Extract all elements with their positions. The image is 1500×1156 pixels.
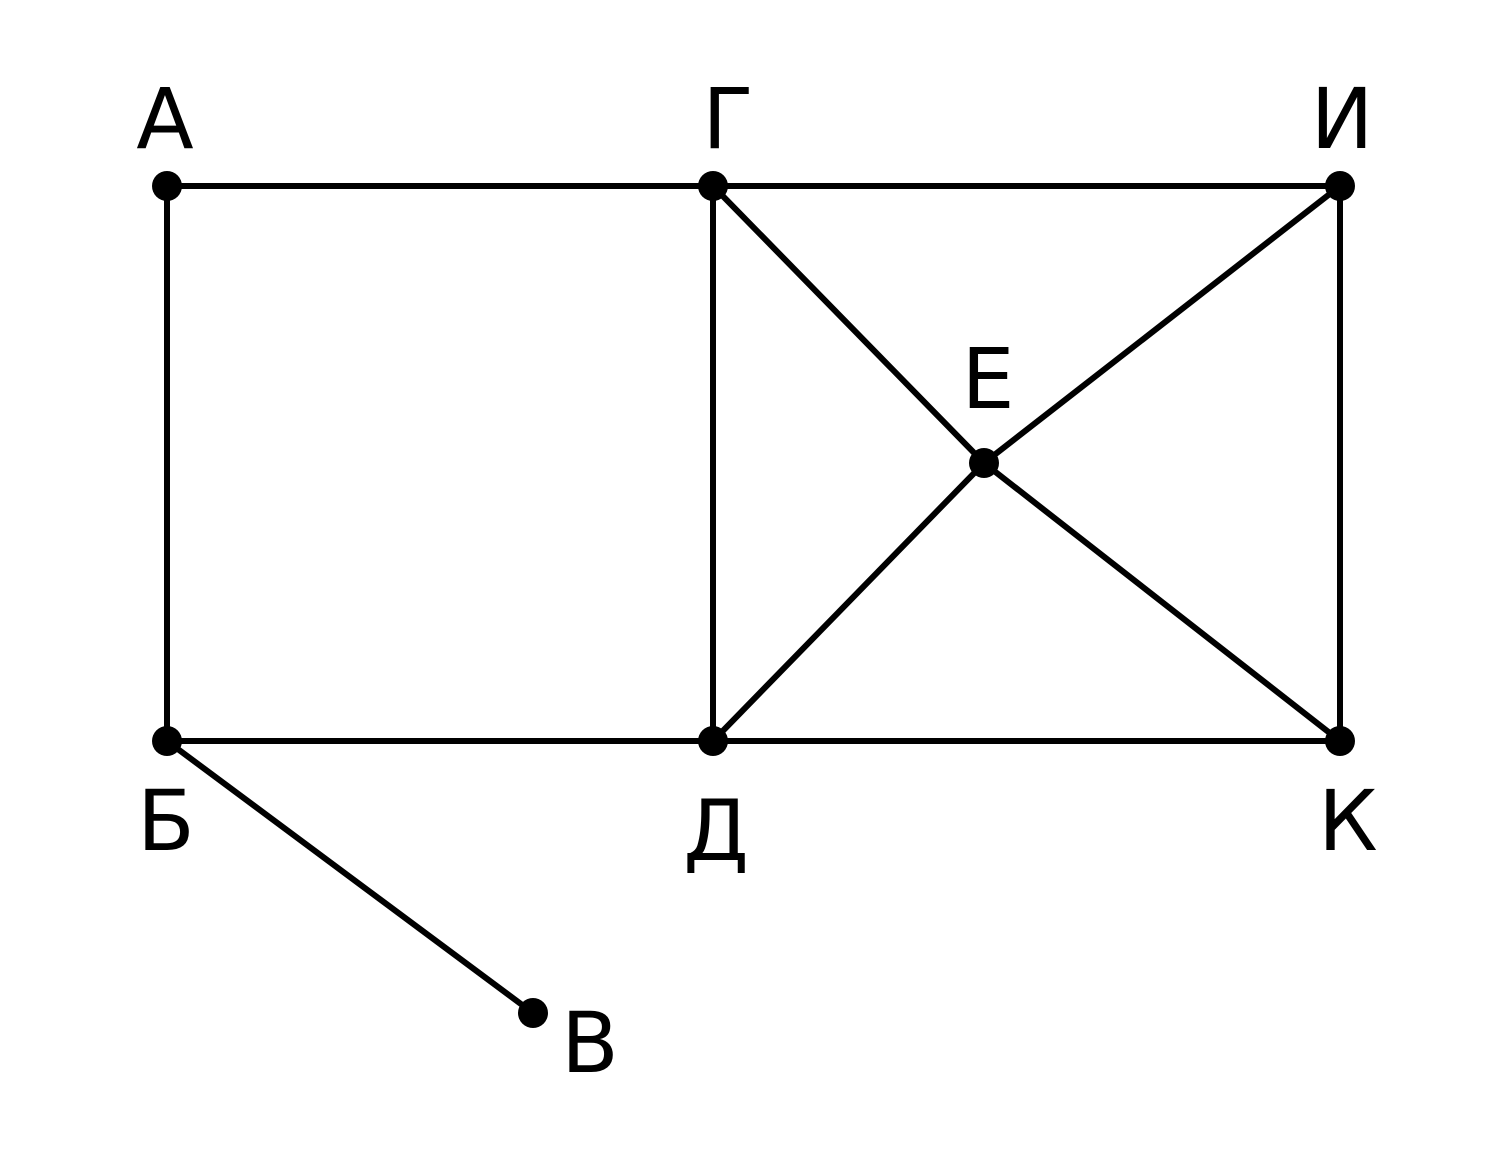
edge-Б-В bbox=[164, 738, 536, 1016]
node-k bbox=[1325, 726, 1355, 756]
edge-Е-Д bbox=[710, 460, 987, 744]
node-a bbox=[152, 171, 182, 201]
node-d bbox=[698, 726, 728, 756]
node-label-a: А bbox=[136, 70, 193, 168]
node-b bbox=[152, 726, 182, 756]
edge-Г-Е bbox=[710, 183, 987, 466]
edge-Е-К bbox=[981, 460, 1343, 744]
node-label-e: Е bbox=[961, 330, 1014, 428]
node-label-k: К bbox=[1318, 772, 1378, 870]
node-label-d: Д bbox=[683, 782, 749, 880]
nodes-layer bbox=[152, 171, 1355, 1028]
node-label-v: В bbox=[561, 994, 619, 1092]
edges-layer bbox=[164, 183, 1343, 1016]
node-v bbox=[518, 998, 548, 1028]
node-label-g: Г bbox=[702, 70, 753, 168]
edge-И-Е bbox=[981, 183, 1343, 466]
node-i bbox=[1325, 171, 1355, 201]
node-e bbox=[969, 448, 999, 478]
node-label-i: И bbox=[1311, 70, 1374, 168]
node-label-b: Б bbox=[137, 772, 195, 870]
node-g bbox=[698, 171, 728, 201]
labels-layer: А Г И Б Д К Е В bbox=[136, 70, 1378, 1092]
